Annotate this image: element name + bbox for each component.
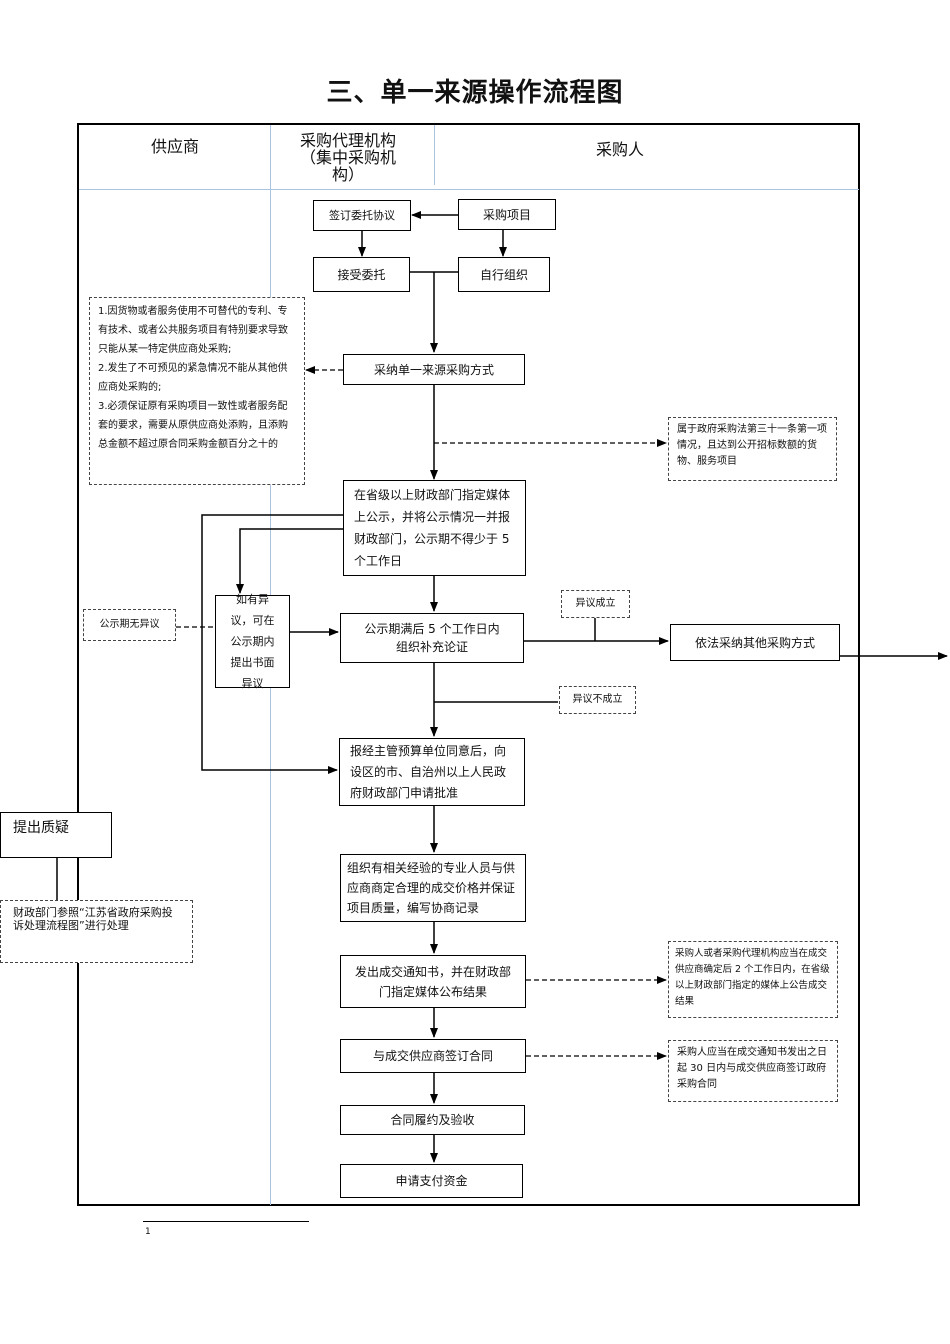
apply-payment-box: 申请支付资金 xyxy=(340,1164,523,1198)
sign-contract-box: 与成交供应商签订合同 xyxy=(340,1039,526,1073)
no-objection-note: 公示期无异议 xyxy=(83,609,176,641)
publicize-box: 在省级以上财政部门指定媒体上公示，并将公示情况一并报财政部门，公示期不得少于 5… xyxy=(343,480,526,576)
accept-entrust-box: 接受委托 xyxy=(313,257,410,292)
finance-handle-note: 财政部门参照“江苏省政府采购投诉处理流程图”进行处理 xyxy=(0,900,193,963)
perform-accept-box: 合同履约及验收 xyxy=(340,1105,525,1135)
condition-2: 2.发生了不可预见的紧急情况不能从其他供应商处采购的; xyxy=(98,363,288,393)
law-31-note: 属于政府采购法第三十一条第一项情况，且达到公开招标数额的货物、服务项目 xyxy=(668,417,837,481)
adopt-other-box: 依法采纳其他采购方式 xyxy=(670,624,840,661)
conditions-note: 1.因货物或者服务使用不可替代的专利、专有技术、或者公共服务项目有特别要求导致只… xyxy=(89,297,305,485)
lane-header-supplier: 供应商 xyxy=(150,137,199,156)
publish-result-note: 采购人或者采购代理机构应当在成交供应商确定后 2 个工作日内，在省级以上财政部门… xyxy=(668,941,838,1018)
page-title: 三、单一来源操作流程图 xyxy=(326,78,624,108)
objection-written-box: 如有异议，可在公示期内提出书面异议 xyxy=(215,593,290,690)
issue-notice-box: 发出成交通知书，并在财政部门指定媒体公布结果 xyxy=(340,955,526,1008)
lane-divider-2 xyxy=(434,125,435,185)
footnote-number: 1 xyxy=(145,1227,151,1237)
arrow-publicize-to-report xyxy=(201,514,343,774)
condition-1: 1.因货物或者服务使用不可替代的专利、专有技术、或者公共服务项目有特别要求导致只… xyxy=(98,306,288,355)
after-5-days-box: 公示期满后 5 个工作日内组织补充论证 xyxy=(340,613,524,663)
objection-invalid-note: 异议不成立 xyxy=(559,686,636,714)
arrow-publicize-to-objection xyxy=(236,528,343,594)
self-organize-box: 自行组织 xyxy=(458,257,550,292)
negotiate-box: 组织有相关经验的专业人员与供应商商定合理的成交价格并保证项目质量，编写协商记录 xyxy=(340,854,526,922)
sign-agreement-box: 签订委托协议 xyxy=(313,200,411,231)
raise-query-box: 提出质疑 xyxy=(0,812,112,858)
contract-30-note: 采购人应当在成交通知书发出之日起 30 日内与成交供应商签订政府采购合同 xyxy=(668,1040,838,1102)
flowchart-frame xyxy=(77,123,860,1206)
purchase-project-box: 采购项目 xyxy=(458,199,556,230)
footnote-rule xyxy=(143,1221,309,1222)
condition-3: 3.必须保证原有采购项目一致性或者服务配套的要求，需要从原供应商处添购，且添购总… xyxy=(98,401,288,450)
header-divider xyxy=(79,189,859,190)
lane-header-purchaser: 采购人 xyxy=(595,140,644,159)
lane-header-agency: 采购代理机构（集中采购机构） xyxy=(299,131,396,184)
report-approval-box: 报经主管预算单位同意后，向设区的市、自治州以上人民政府财政部门申请批准 xyxy=(339,738,525,806)
adopt-single-source-box: 采纳单一来源采购方式 xyxy=(343,354,525,385)
objection-valid-note: 异议成立 xyxy=(561,590,630,618)
